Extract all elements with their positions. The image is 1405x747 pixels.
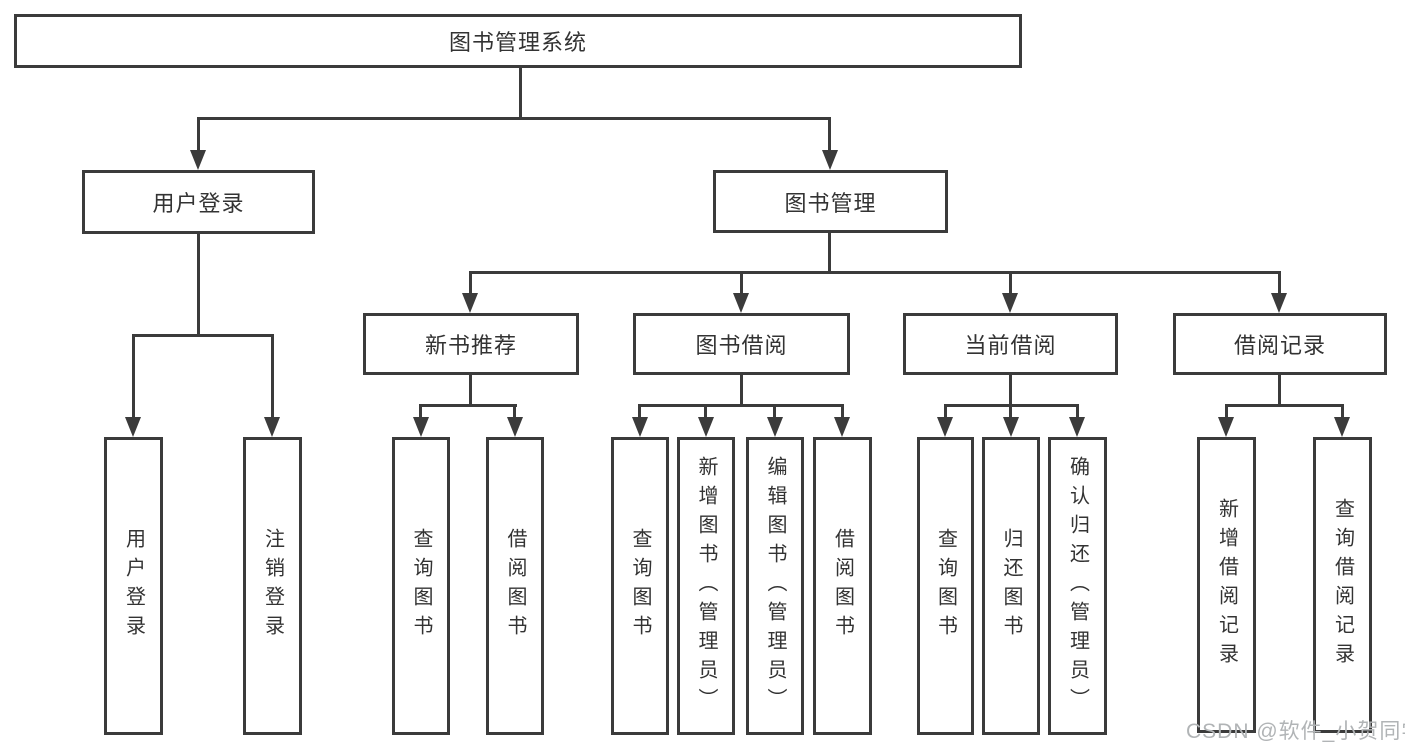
arrowhead-down: [1002, 293, 1018, 313]
connector-new-book-rec-arm: [419, 404, 517, 407]
connector-drop: [1009, 404, 1012, 420]
connector-drop: [271, 334, 274, 420]
connector-drop: [841, 404, 844, 420]
node-root-label: 图书管理系统: [448, 30, 587, 55]
leaf-query-book-bb: 查询图书: [611, 437, 669, 735]
leaf-return-book: 归还图书: [982, 437, 1040, 735]
leaf-add-book-label: 新增图书（管理员）: [695, 455, 717, 717]
leaf-borrow-book-bb: 借阅图书: [813, 437, 872, 735]
arrowhead-down: [698, 417, 714, 437]
arrowhead-down: [834, 417, 850, 437]
leaf-logout: 注销登录: [243, 437, 302, 735]
connector-borrow-records-stem: [1278, 375, 1281, 407]
connector-current-borrow-stem: [1009, 375, 1012, 407]
arrowhead-down: [1218, 417, 1234, 437]
node-book-mgmt: 图书管理: [713, 170, 948, 233]
connector-user-login-stem: [197, 234, 200, 337]
node-new-book-rec-label: 新书推荐: [424, 333, 517, 358]
connector-drop: [1278, 271, 1281, 296]
node-user-login: 用户登录: [82, 170, 315, 234]
leaf-add-book: 新增图书（管理员）: [677, 437, 735, 735]
connector-borrow-records-arm: [1225, 404, 1344, 407]
leaf-confirm-return: 确认归还（管理员）: [1048, 437, 1107, 735]
connector-drop: [132, 334, 135, 420]
connector-book-borrow-stem: [740, 375, 743, 407]
leaf-borrow-book-rec: 借阅图书: [486, 437, 544, 735]
arrowhead-down: [413, 417, 429, 437]
arrowhead-down: [507, 417, 523, 437]
leaf-edit-book: 编辑图书（管理员）: [746, 437, 804, 735]
connector-book-borrow-arm: [638, 404, 844, 407]
leaf-user-login: 用户登录: [104, 437, 163, 735]
leaf-confirm-return-label: 确认归还（管理员）: [1066, 455, 1089, 717]
csdn-watermark: CSDN @软件_小贺同学: [1186, 720, 1405, 743]
connector-drop: [513, 404, 516, 420]
node-borrow-records: 借阅记录: [1173, 313, 1387, 375]
connector-drop: [944, 404, 947, 420]
connector-drop: [1341, 404, 1344, 420]
connector-drop: [828, 117, 831, 153]
node-current-borrow: 当前借阅: [903, 313, 1118, 375]
leaf-query-book-rec: 查询图书: [392, 437, 450, 735]
node-current-borrow-label: 当前借阅: [964, 333, 1057, 358]
connector-drop: [740, 271, 743, 296]
arrowhead-down: [733, 293, 749, 313]
arrowhead-down: [462, 293, 478, 313]
arrowhead-down: [632, 417, 648, 437]
arrowhead-down: [937, 417, 953, 437]
leaf-logout-label: 注销登录: [261, 528, 284, 644]
node-new-book-rec: 新书推荐: [363, 313, 579, 375]
connector-new-book-rec-stem: [469, 375, 472, 407]
leaf-query-book-cb: 查询图书: [917, 437, 974, 735]
connector-drop: [1225, 404, 1228, 420]
leaf-edit-book-label: 编辑图书（管理员）: [764, 455, 786, 717]
connector-drop: [704, 404, 707, 420]
leaf-query-book-rec-label: 查询图书: [410, 528, 432, 644]
connector-user-login-arm: [132, 334, 274, 337]
leaf-query-record-label: 查询借阅记录: [1331, 498, 1354, 672]
connector-book-mgmt-stem: [828, 233, 831, 274]
arrowhead-down: [1334, 417, 1350, 437]
leaf-query-book-bb-label: 查询图书: [629, 528, 651, 644]
connector-drop: [773, 404, 776, 420]
node-book-borrow: 图书借阅: [633, 313, 850, 375]
leaf-borrow-book-rec-label: 借阅图书: [504, 528, 526, 644]
connector-root-stem: [519, 67, 522, 119]
leaf-add-record: 新增借阅记录: [1197, 437, 1256, 733]
node-user-login-label: 用户登录: [152, 191, 245, 216]
leaf-borrow-book-bb-label: 借阅图书: [831, 528, 854, 644]
connector-drop: [419, 404, 422, 420]
connector-drop: [1009, 271, 1012, 296]
connector-drop: [469, 271, 472, 296]
arrowhead-down: [1003, 417, 1019, 437]
connector-drop: [1076, 404, 1079, 420]
node-borrow-records-label: 借阅记录: [1233, 333, 1326, 358]
node-book-mgmt-label: 图书管理: [784, 190, 877, 216]
leaf-query-record: 查询借阅记录: [1313, 437, 1372, 733]
node-root: 图书管理系统: [14, 14, 1022, 68]
leaf-user-login-label: 用户登录: [122, 528, 145, 644]
leaf-add-record-label: 新增借阅记录: [1215, 498, 1238, 672]
node-book-borrow-label: 图书借阅: [695, 333, 788, 358]
arrowhead-down: [822, 150, 838, 170]
connector-drop: [197, 117, 200, 153]
connector-drop: [638, 404, 641, 420]
connector-level2-arm: [469, 271, 1281, 274]
arrowhead-down: [190, 150, 206, 170]
arrowhead-down: [1271, 293, 1287, 313]
arrowhead-down: [767, 417, 783, 437]
arrowhead-down: [125, 417, 141, 437]
connector-level1-arm: [197, 117, 831, 120]
arrowhead-down: [1069, 417, 1085, 437]
leaf-return-book-label: 归还图书: [1000, 528, 1022, 644]
arrowhead-down: [264, 417, 280, 437]
leaf-query-book-cb-label: 查询图书: [934, 528, 957, 644]
